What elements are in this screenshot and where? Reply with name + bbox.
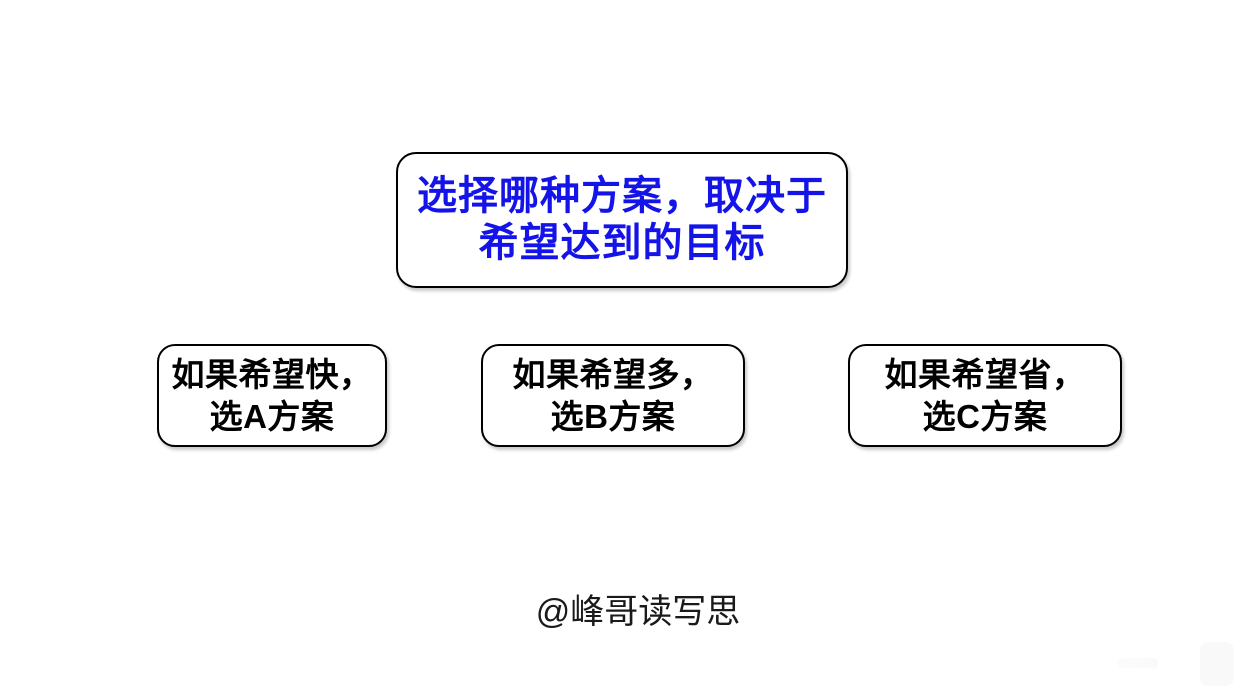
title-line-2: 希望达到的目标 [478, 221, 766, 265]
option-c-line-2: 选C方案 [922, 397, 1048, 435]
faint-watermark-shape [1118, 658, 1158, 668]
title-line-1: 选择哪种方案，取决于 [417, 174, 827, 218]
option-b-line-2: 选B方案 [550, 397, 676, 435]
option-a-line-1: 如果希望快， [171, 355, 373, 393]
option-c-line-1: 如果希望省， [884, 355, 1086, 393]
title-box: 选择哪种方案，取决于 希望达到的目标 [396, 152, 848, 288]
option-box-b: 如果希望多， 选B方案 [481, 344, 745, 447]
option-a-line-2: 选A方案 [209, 397, 335, 435]
credit-watermark-text: @峰哥读写思 [535, 593, 741, 631]
option-box-a: 如果希望快， 选A方案 [157, 344, 387, 447]
option-box-c: 如果希望省， 选C方案 [848, 344, 1122, 447]
option-b-line-1: 如果希望多， [512, 355, 714, 393]
faint-corner-watermark [1110, 632, 1240, 698]
faint-watermark-shape [1200, 642, 1234, 686]
